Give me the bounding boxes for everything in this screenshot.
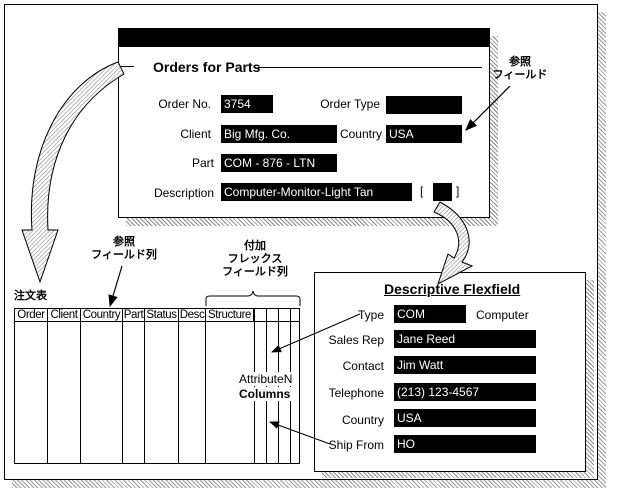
col-divider [80,308,81,464]
order-table-header-rule [14,321,300,322]
type-mapping-arrow [271,313,361,353]
part-label: Part [191,156,214,170]
reference-field-column-note: 参照 フィールド列 [91,236,157,261]
order-no-label: Order No. [158,97,211,111]
attribute-col-divider [266,308,267,464]
ship-from-mapping-arrow [269,421,331,445]
order-table-title: 注文表 [14,290,47,302]
type-description: Computer [476,308,529,322]
orders-title-rule-left [110,66,134,67]
telephone-label: Telephone [328,386,384,400]
columns-label: Columns [238,387,292,401]
flex-country-field[interactable]: USA [394,409,536,427]
contact-field[interactable]: Jim Watt [394,356,536,374]
col-divider [144,308,145,464]
col-divider [178,308,179,464]
part-field[interactable]: COM - 876 - LTN [221,154,337,172]
country-label: Country [339,127,382,141]
client-field[interactable]: Big Mfg. Co. [221,125,337,143]
order-table [14,308,300,464]
reference-field-arrow [465,85,511,131]
flex-country-label: Country [341,413,384,427]
country-field[interactable]: USA [386,125,462,143]
type-label: Type [357,308,384,322]
flex-column-brace [205,290,301,306]
flexfield-trigger[interactable] [433,183,452,201]
orders-window-titlebar [119,29,489,47]
flexfield-window-title: Descriptive Flexfield [384,281,521,297]
col-divider [122,308,123,464]
big-curved-arrow-left [21,61,125,284]
type-field[interactable]: COM [394,305,466,323]
big-curved-arrow-right [433,201,474,286]
col-divider [205,308,206,464]
attribute-column-label: AttributeN [238,372,294,386]
contact-label: Contact [342,359,384,373]
order-type-label: Order Type [320,97,380,111]
sales-rep-field[interactable]: Jane Reed [394,330,536,348]
attribute-col-divider [290,308,291,464]
col-divider [254,308,255,464]
ship-from-label: Ship From [328,438,384,452]
col-divider [47,308,48,464]
added-flex-column-note: 付加 フレックス フィールド列 [222,240,288,278]
order-type-field[interactable] [386,96,462,114]
orders-window-title: Orders for Parts [153,59,261,75]
description-label: Description [153,186,214,200]
ship-from-field[interactable]: HO [394,435,536,453]
flex-bracket-open: [ [420,184,424,198]
order-no-field[interactable]: 3754 [221,95,273,113]
reference-column-arrow [108,265,123,308]
orders-title-rule-right [258,67,482,68]
client-label: Client [180,127,211,141]
description-field[interactable]: Computer-Monitor-Light Tan [221,183,412,201]
flex-bracket-close: ] [456,184,460,198]
telephone-field[interactable]: (213) 123-4567 [394,383,536,401]
reference-field-note: 参照 フィールド [492,56,548,81]
sales-rep-label: Sales Rep [328,333,384,347]
attribute-col-divider [278,308,279,464]
col-structure: Structure [206,308,254,322]
